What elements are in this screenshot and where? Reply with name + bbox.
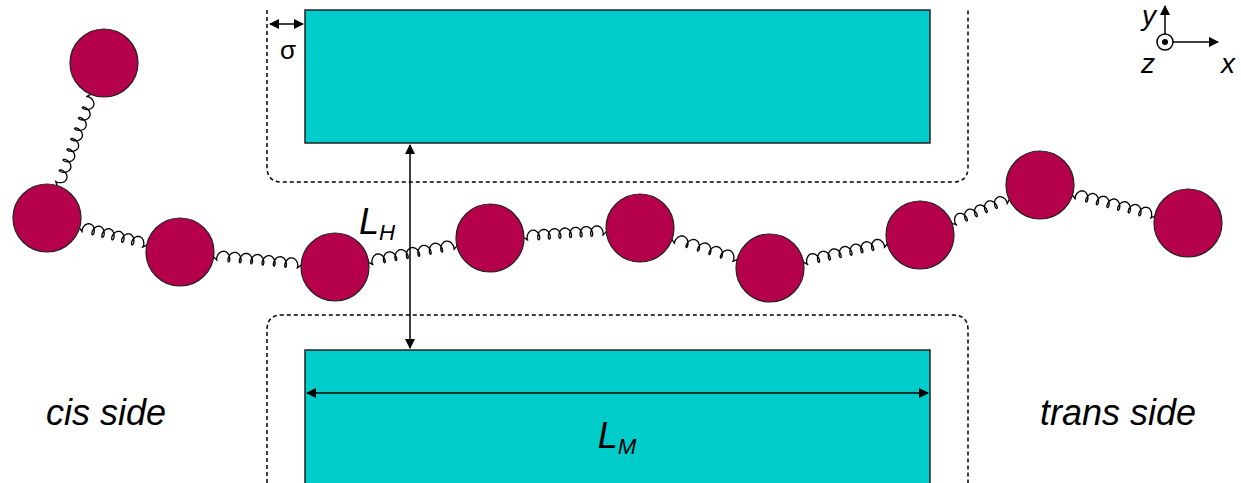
dimension-label: LH bbox=[359, 204, 395, 240]
y-axis bbox=[1164, 6, 1166, 34]
pore-wall-bottom bbox=[305, 350, 930, 483]
sigma-arrow bbox=[270, 23, 303, 25]
monomer-bead bbox=[70, 29, 138, 97]
monomer-bead bbox=[146, 218, 214, 286]
spring bbox=[55, 93, 94, 188]
axis-label: x bbox=[1221, 50, 1235, 78]
spring bbox=[801, 239, 888, 264]
spring bbox=[212, 251, 303, 268]
monomer-bead bbox=[1006, 151, 1074, 219]
spring bbox=[671, 236, 740, 262]
monomer-bead bbox=[301, 233, 369, 301]
springs bbox=[55, 93, 1157, 268]
monomer-bead bbox=[736, 234, 804, 302]
axis-label: z bbox=[1141, 50, 1155, 78]
exclusion-outline-bottom bbox=[267, 315, 968, 483]
monomer-bead bbox=[1154, 189, 1222, 257]
axis-label: y bbox=[1142, 2, 1156, 30]
sigma-label: σ bbox=[280, 37, 296, 63]
spring bbox=[522, 226, 608, 241]
lh-arrow bbox=[409, 145, 411, 348]
x-axis bbox=[1173, 41, 1218, 43]
spring bbox=[78, 224, 149, 248]
z-axis bbox=[1157, 34, 1173, 50]
side-label: trans side bbox=[1040, 395, 1196, 431]
monomer-bead bbox=[886, 201, 954, 269]
z-axis-dot bbox=[1162, 39, 1168, 45]
monomer-bead bbox=[13, 184, 81, 252]
spring bbox=[1071, 191, 1157, 219]
pore-wall-top bbox=[305, 10, 930, 143]
exclusion-outline-top bbox=[267, 10, 968, 182]
monomer-bead bbox=[606, 194, 674, 262]
side-label: cis side bbox=[46, 395, 166, 431]
lm-arrow bbox=[307, 392, 928, 394]
monomer-bead bbox=[456, 204, 524, 272]
spring bbox=[950, 197, 1011, 225]
dimension-label: LM bbox=[598, 418, 637, 454]
beads bbox=[13, 29, 1222, 302]
